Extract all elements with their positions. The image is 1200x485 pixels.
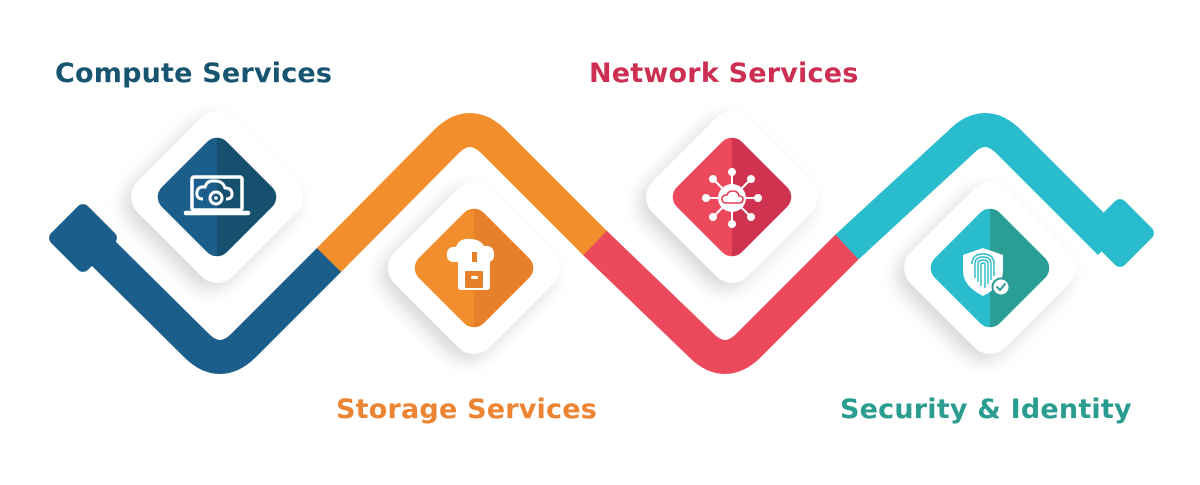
wave-start-cap — [49, 204, 117, 272]
cloud-network-hub-icon — [702, 168, 762, 228]
wave-segment-storage — [316, 113, 609, 272]
wave-segment-network — [583, 230, 861, 374]
wave-end-cap — [1086, 199, 1154, 267]
wave-segment-compute — [88, 237, 343, 374]
wave-path — [88, 113, 1123, 374]
security-identity-label: Security & Identity — [840, 394, 1132, 425]
laptop-cloud-gear-icon — [183, 175, 251, 216]
compute-node[interactable] — [122, 102, 312, 292]
fingerprint-shield-check-icon — [963, 248, 1011, 297]
network-node[interactable] — [637, 102, 827, 292]
wave-segment-security — [835, 113, 1123, 260]
cloud-floppy-disk-icon — [446, 238, 495, 290]
compute-services-label: Compute Services — [55, 58, 333, 89]
network-services-label: Network Services — [589, 58, 859, 89]
security-node[interactable] — [895, 173, 1085, 363]
storage-services-label: Storage Services — [336, 394, 597, 425]
